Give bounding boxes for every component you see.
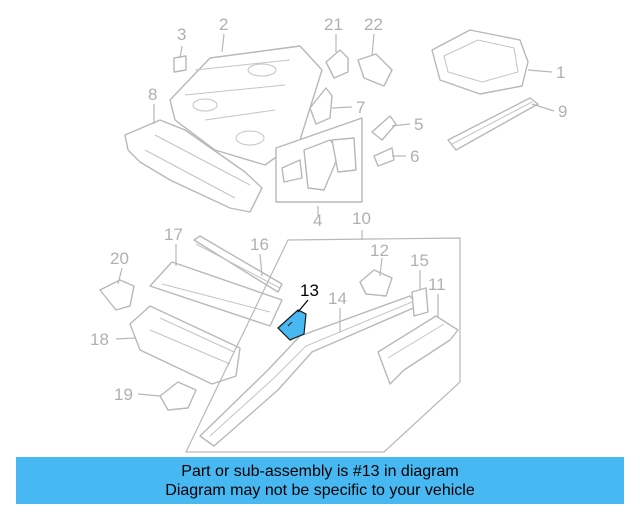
callout-13: 13 xyxy=(300,281,319,300)
part-9-rail[interactable] xyxy=(447,97,539,151)
callout-2: 2 xyxy=(219,15,228,34)
callout-16: 16 xyxy=(250,235,269,254)
part-19-bracket[interactable] xyxy=(159,381,197,411)
callout-18: 18 xyxy=(90,330,109,349)
callout-14: 14 xyxy=(328,289,347,308)
callout-3: 3 xyxy=(177,25,186,44)
callout-22: 22 xyxy=(364,15,383,34)
part-5-bracket[interactable] xyxy=(371,115,397,141)
callout-5: 5 xyxy=(414,115,423,134)
callout-15: 15 xyxy=(410,251,429,270)
part-20-bracket[interactable] xyxy=(99,279,135,311)
callout-6: 6 xyxy=(410,147,419,166)
parts-diagram: 3 2 21 22 1 8 7 9 5 6 4 10 17 16 12 20 1… xyxy=(90,15,567,453)
callout-20: 20 xyxy=(110,249,129,268)
callout-7: 7 xyxy=(356,98,365,117)
callout-19: 19 xyxy=(114,385,133,404)
callout-11: 11 xyxy=(428,275,446,294)
part-4-group[interactable] xyxy=(275,117,363,203)
callouts: 3 2 21 22 1 8 7 9 5 6 4 10 17 16 12 20 1… xyxy=(90,15,567,404)
leader-lines xyxy=(115,33,555,397)
part-10-group[interactable] xyxy=(185,237,461,453)
part-3-bracket[interactable] xyxy=(173,55,187,73)
callout-21: 21 xyxy=(324,15,343,34)
part-21-bracket[interactable] xyxy=(325,49,349,79)
callout-17: 17 xyxy=(164,225,183,244)
caption-banner: Part or sub-assembly is #13 in diagram D… xyxy=(16,457,624,504)
part-18-floor-section[interactable] xyxy=(129,305,241,385)
callout-1: 1 xyxy=(556,63,565,82)
part-13-highlighted-bracket[interactable] xyxy=(277,309,307,341)
part-11-rear-panel[interactable] xyxy=(377,315,459,385)
callout-8: 8 xyxy=(148,85,157,104)
part-1-spare-tire-tub[interactable] xyxy=(431,29,529,95)
caption-line-2: Diagram may not be specific to your vehi… xyxy=(165,481,475,499)
caption-line-1: Part or sub-assembly is #13 in diagram xyxy=(181,462,459,480)
part-22-bracket[interactable] xyxy=(357,53,393,87)
part-8-crossmember[interactable] xyxy=(124,119,263,213)
callout-10: 10 xyxy=(352,209,371,228)
part-7-bracket[interactable] xyxy=(309,87,333,125)
callout-9: 9 xyxy=(558,102,567,121)
callout-12: 12 xyxy=(370,241,389,260)
part-12-bracket[interactable] xyxy=(359,269,393,297)
callout-4: 4 xyxy=(313,211,322,230)
part-15-plate[interactable] xyxy=(411,287,429,317)
part-17-panel[interactable] xyxy=(149,261,283,327)
part-16-rail[interactable] xyxy=(193,235,283,293)
part-6-bracket[interactable] xyxy=(373,147,395,167)
